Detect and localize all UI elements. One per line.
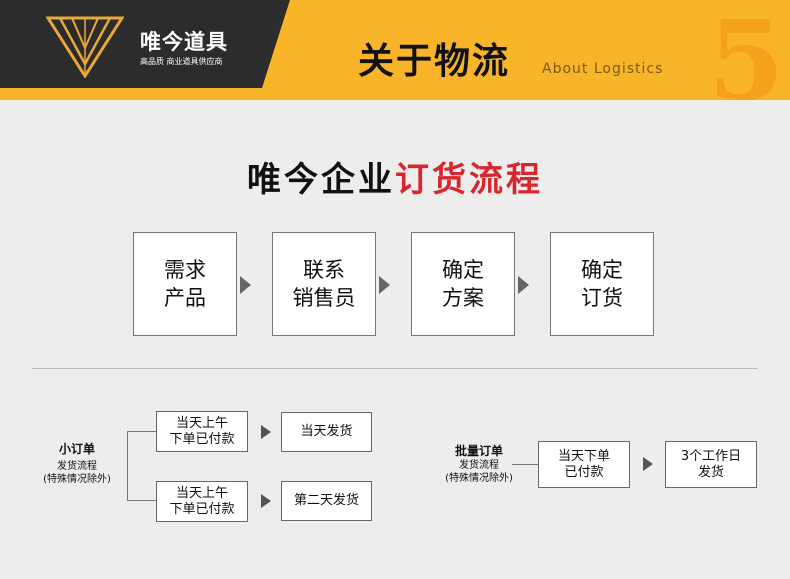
bulk-order-title: 批量订单 bbox=[454, 444, 503, 458]
arrow-right-icon bbox=[518, 276, 529, 294]
small-order-subtitle: 发货流程 (特殊情况除外) bbox=[43, 461, 111, 485]
section-divider bbox=[32, 368, 758, 369]
step-box-1: 需求 产品 bbox=[133, 232, 237, 336]
small-order-result-a: 当天发货 bbox=[281, 412, 372, 452]
brand-panel: 唯今道具 高品质 商业道具供应商 bbox=[0, 0, 290, 88]
section-number: 5 bbox=[708, 0, 785, 101]
arrow-right-icon bbox=[643, 457, 653, 471]
section-title-plain: 唯今企业 bbox=[247, 160, 395, 200]
small-order-condition-a: 当天上午 下单已付款 bbox=[156, 411, 248, 452]
section-title: 唯今企业订货流程 bbox=[0, 152, 790, 201]
step-box-3: 确定 方案 bbox=[411, 232, 515, 336]
section-title-accent: 订货流程 bbox=[395, 160, 543, 200]
brand-logo-icon bbox=[46, 16, 124, 78]
bulk-order-subtitle: 发货流程 (特殊情况除外) bbox=[445, 460, 513, 484]
arrow-right-icon bbox=[240, 276, 251, 294]
connector-line bbox=[127, 431, 128, 501]
connector-line bbox=[127, 500, 156, 501]
step-box-2: 联系 销售员 bbox=[272, 232, 376, 336]
small-order-result-b: 第二天发货 bbox=[281, 481, 372, 521]
brand-tagline: 高品质 商业道具供应商 bbox=[140, 57, 223, 66]
small-order-condition-b: 当天上午 下单已付款 bbox=[156, 481, 248, 522]
arrow-right-icon bbox=[379, 276, 390, 294]
connector-line bbox=[512, 464, 538, 465]
page-subtitle: About Logistics bbox=[542, 61, 664, 77]
connector-line bbox=[127, 431, 156, 432]
page-title: 关于物流 bbox=[358, 41, 511, 82]
brand-name: 唯今道具 bbox=[140, 30, 228, 54]
small-order-title: 小订单 bbox=[58, 442, 95, 456]
step-box-4: 确定 订货 bbox=[550, 232, 654, 336]
arrow-right-icon bbox=[261, 425, 271, 439]
bulk-order-result: 3个工作日 发货 bbox=[665, 441, 757, 488]
bulk-order-condition: 当天下单 已付款 bbox=[538, 441, 630, 488]
page-header: 唯今道具 高品质 商业道具供应商 关于物流 About Logistics 5 bbox=[0, 0, 790, 100]
arrow-right-icon bbox=[261, 494, 271, 508]
